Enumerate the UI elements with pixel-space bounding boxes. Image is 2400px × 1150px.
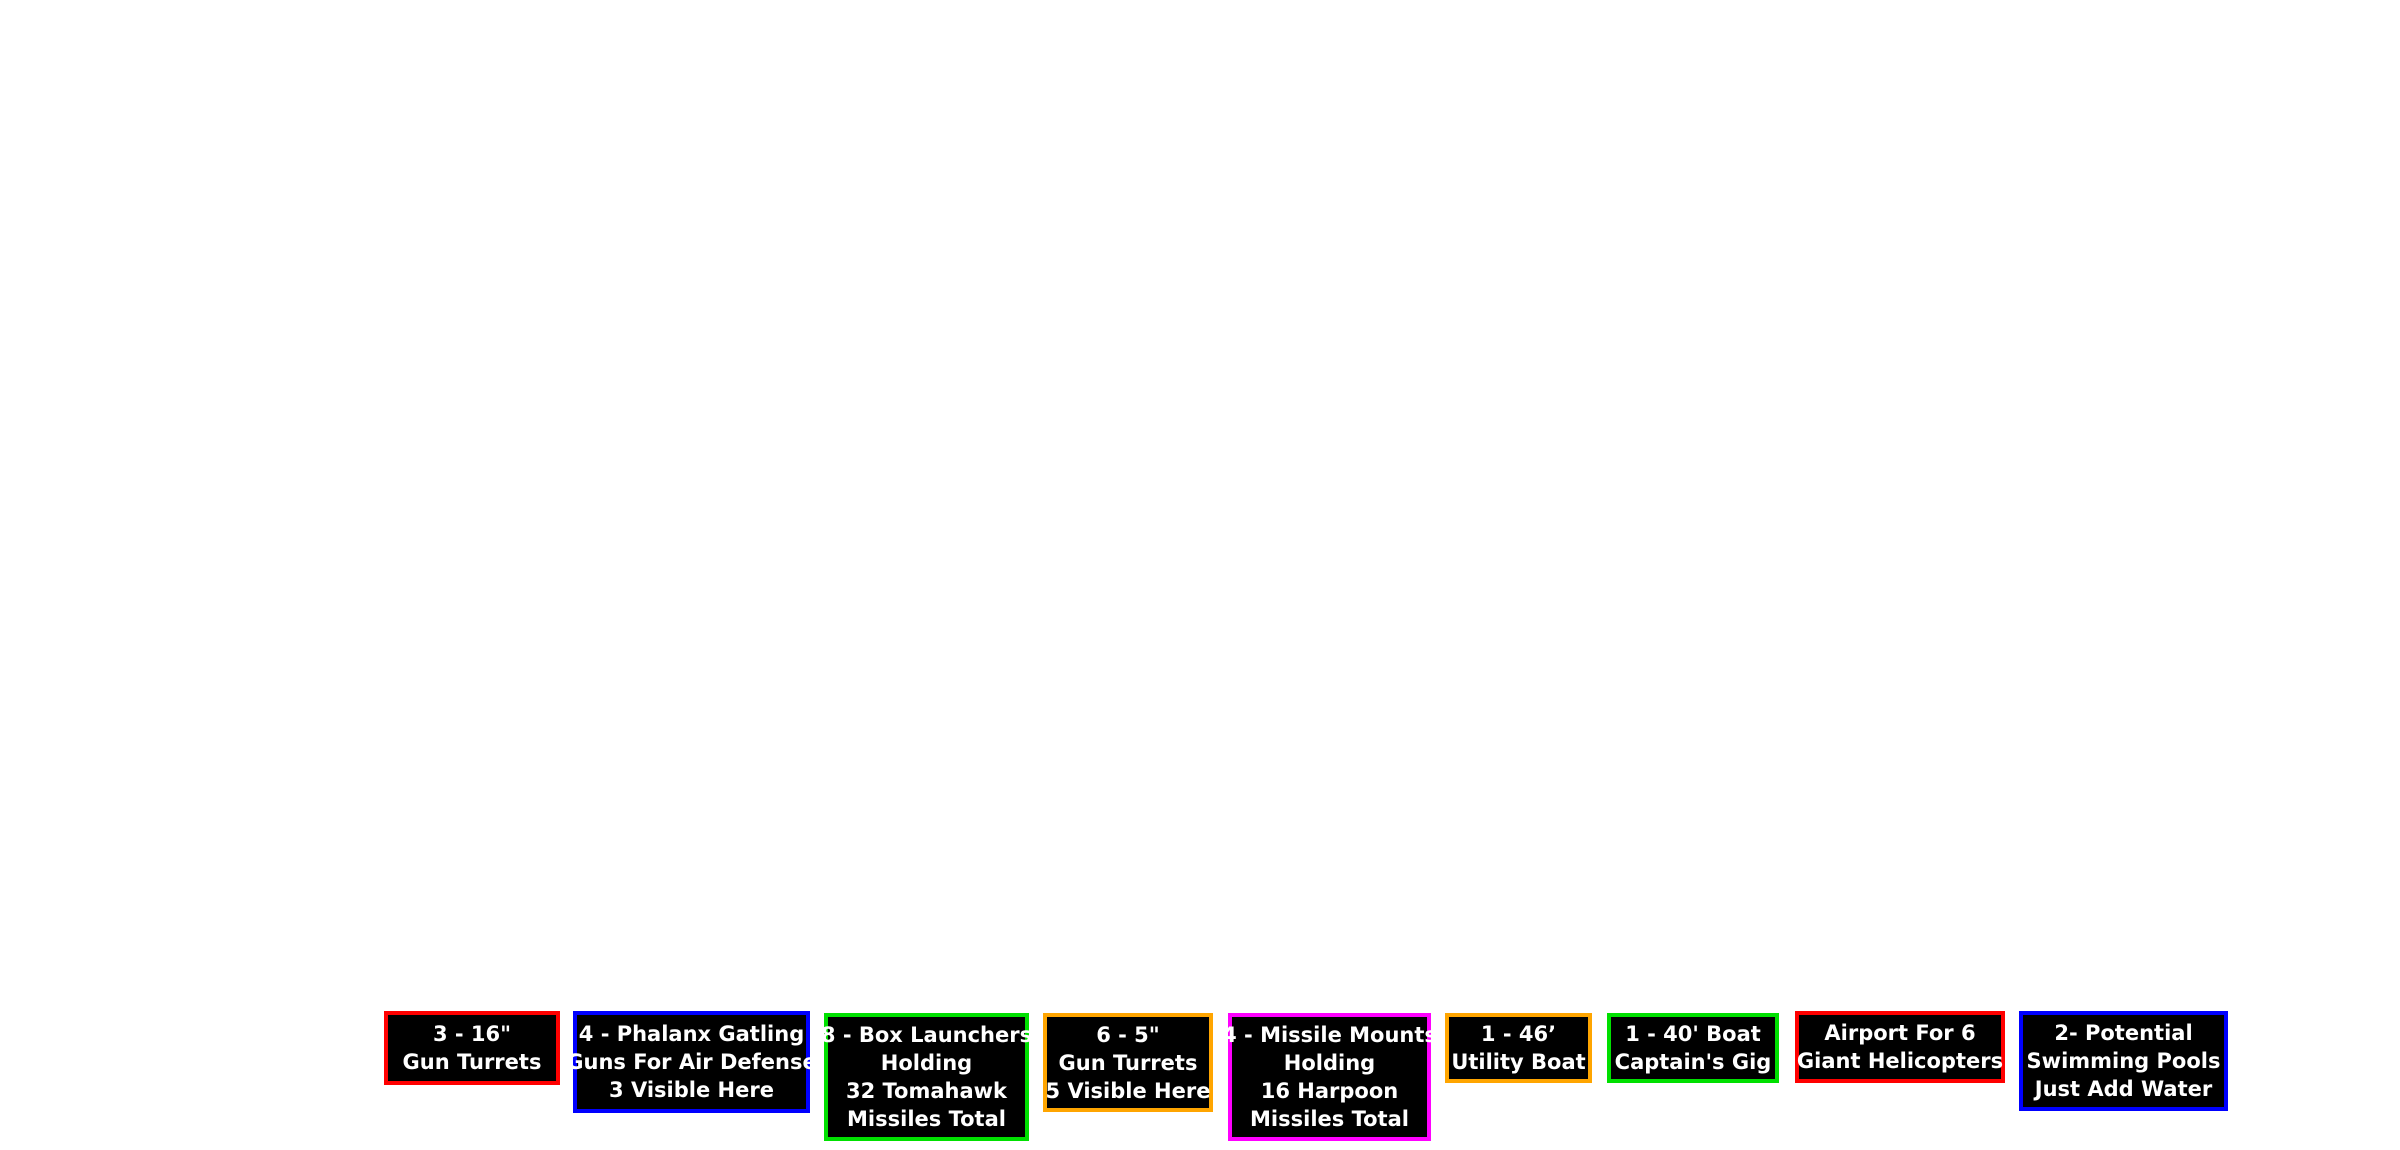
label-gun-turrets-5in: 6 - 5" Gun Turrets 5 Visible Here xyxy=(1043,1013,1213,1112)
label-line: Gun Turrets xyxy=(402,1050,542,1074)
label-line: Holding xyxy=(880,1051,973,1075)
label-line: Swimming Pools xyxy=(2026,1049,2221,1073)
label-gun-turrets-16in: 3 - 16" Gun Turrets xyxy=(384,1011,560,1085)
label-line: Holding xyxy=(1283,1051,1376,1075)
label-missile-mounts: 4 - Missile Mounts Holding 16 Harpoon Mi… xyxy=(1222,1013,1437,1141)
label-line: Giant Helicopters xyxy=(1796,1049,2004,1073)
label-line: Gun Turrets xyxy=(1058,1050,1198,1075)
label-line: 5 Visible Here xyxy=(1045,1078,1211,1103)
label-swimming-pools: 2- Potential Swimming Pools Just Add Wat… xyxy=(2019,1011,2228,1111)
label-line: 1 - 40' Boat xyxy=(1625,1022,1761,1046)
label-line: 4 - Missile Mounts xyxy=(1222,1023,1437,1047)
label-phalanx-gatling: 4 - Phalanx Gatling Guns For Air Defense… xyxy=(566,1011,817,1113)
label-line: Airport For 6 xyxy=(1824,1021,1976,1045)
label-line: Utility Boat xyxy=(1451,1050,1586,1074)
label-box-launchers: 8 - Box Launchers Holding 32 Tomahawk Mi… xyxy=(820,1013,1033,1141)
label-line: 3 Visible Here xyxy=(609,1078,774,1102)
label-line: 3 - 16" xyxy=(432,1022,512,1046)
label-line: Captain's Gig xyxy=(1614,1050,1772,1074)
label-line: 32 Tomahawk xyxy=(845,1079,1008,1103)
label-line: 4 - Phalanx Gatling xyxy=(578,1022,805,1046)
label-line: Missiles Total xyxy=(847,1107,1006,1131)
label-line: 8 - Box Launchers xyxy=(820,1023,1033,1047)
label-captains-gig: 1 - 40' Boat Captain's Gig xyxy=(1607,1013,1779,1083)
label-line: Missiles Total xyxy=(1250,1107,1409,1131)
label-line: 1 - 46’ xyxy=(1480,1022,1557,1046)
label-line: 6 - 5" xyxy=(1096,1022,1160,1047)
label-utility-boat: 1 - 46’ Utility Boat xyxy=(1445,1013,1592,1083)
label-line: Guns For Air Defense xyxy=(566,1050,817,1074)
label-line: 16 Harpoon xyxy=(1260,1079,1399,1103)
label-airport-helicopters: Airport For 6 Giant Helicopters xyxy=(1795,1011,2005,1083)
label-line: Just Add Water xyxy=(2034,1077,2213,1101)
label-line: 2- Potential xyxy=(2054,1021,2193,1045)
